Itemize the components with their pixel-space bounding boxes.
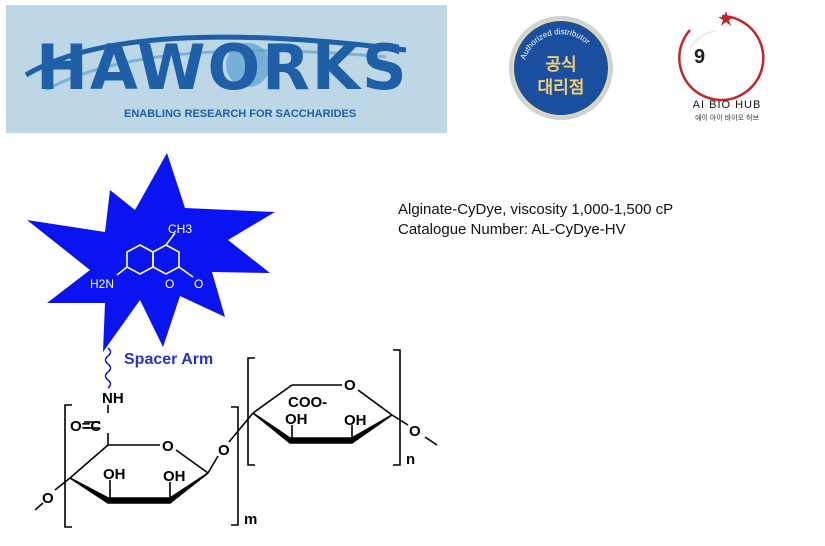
dye-star-shape: [27, 153, 275, 352]
hub-korean: 에이 아이 바이오 허브: [695, 113, 759, 122]
hub-number: 9: [694, 46, 705, 68]
star-icon: [718, 11, 734, 26]
h2n-label: H2N: [90, 277, 114, 291]
badge-line2: 대리점: [538, 78, 585, 97]
link-o-label: O: [218, 442, 230, 459]
nh-label: NH: [102, 390, 124, 407]
ring-o-label: O: [165, 277, 174, 291]
oh4-label: OH: [344, 412, 367, 429]
hub-name: AI BIO HUB: [693, 99, 762, 111]
ring1-o-label: O: [162, 438, 174, 455]
oh1-label: OH: [103, 466, 126, 483]
brand-tagline: ENABLING RESEARCH FOR SACCHARIDES: [124, 108, 357, 120]
ai-bio-hub-logo: 9 AI BIO HUB 에이 아이 바이오 허브: [678, 11, 765, 122]
oh2-label: OH: [163, 468, 186, 485]
brand-name: HAWORKS: [36, 31, 409, 104]
carbonyl-o-label: O: [194, 277, 203, 291]
logo-swoosh: [24, 34, 407, 92]
n-subscript: n: [406, 451, 415, 468]
left-o-label: O: [42, 490, 54, 507]
m-subscript: m: [244, 511, 257, 528]
haworks-logo-banner: HAWORKS ENABLING RESEARCH FOR SACCHARIDE…: [6, 5, 447, 133]
authorized-distributor-badge: Authorized distributor 공식 대리점: [509, 16, 613, 120]
oh3-label: OH: [285, 411, 308, 428]
badge-line1: 공식: [545, 55, 576, 74]
spacer-arm-squiggle: [104, 347, 112, 389]
ch3-label: CH3: [168, 222, 192, 236]
coumarin-structure: [116, 232, 194, 278]
coo-label: COO-: [288, 394, 327, 411]
right-o-label: O: [409, 423, 421, 440]
sugar-rings: [34, 349, 438, 528]
ring2-o-label: O: [344, 377, 356, 394]
product-info: Alginate-CyDye, viscosity 1,000-1,500 cP…: [398, 200, 673, 240]
amide-label: O=C: [70, 418, 101, 435]
spacer-arm-label: Spacer Arm: [124, 351, 213, 368]
catalogue-number: Catalogue Number: AL-CyDye-HV: [398, 221, 626, 238]
product-title: Alginate-CyDye, viscosity 1,000-1,500 cP: [398, 201, 674, 218]
